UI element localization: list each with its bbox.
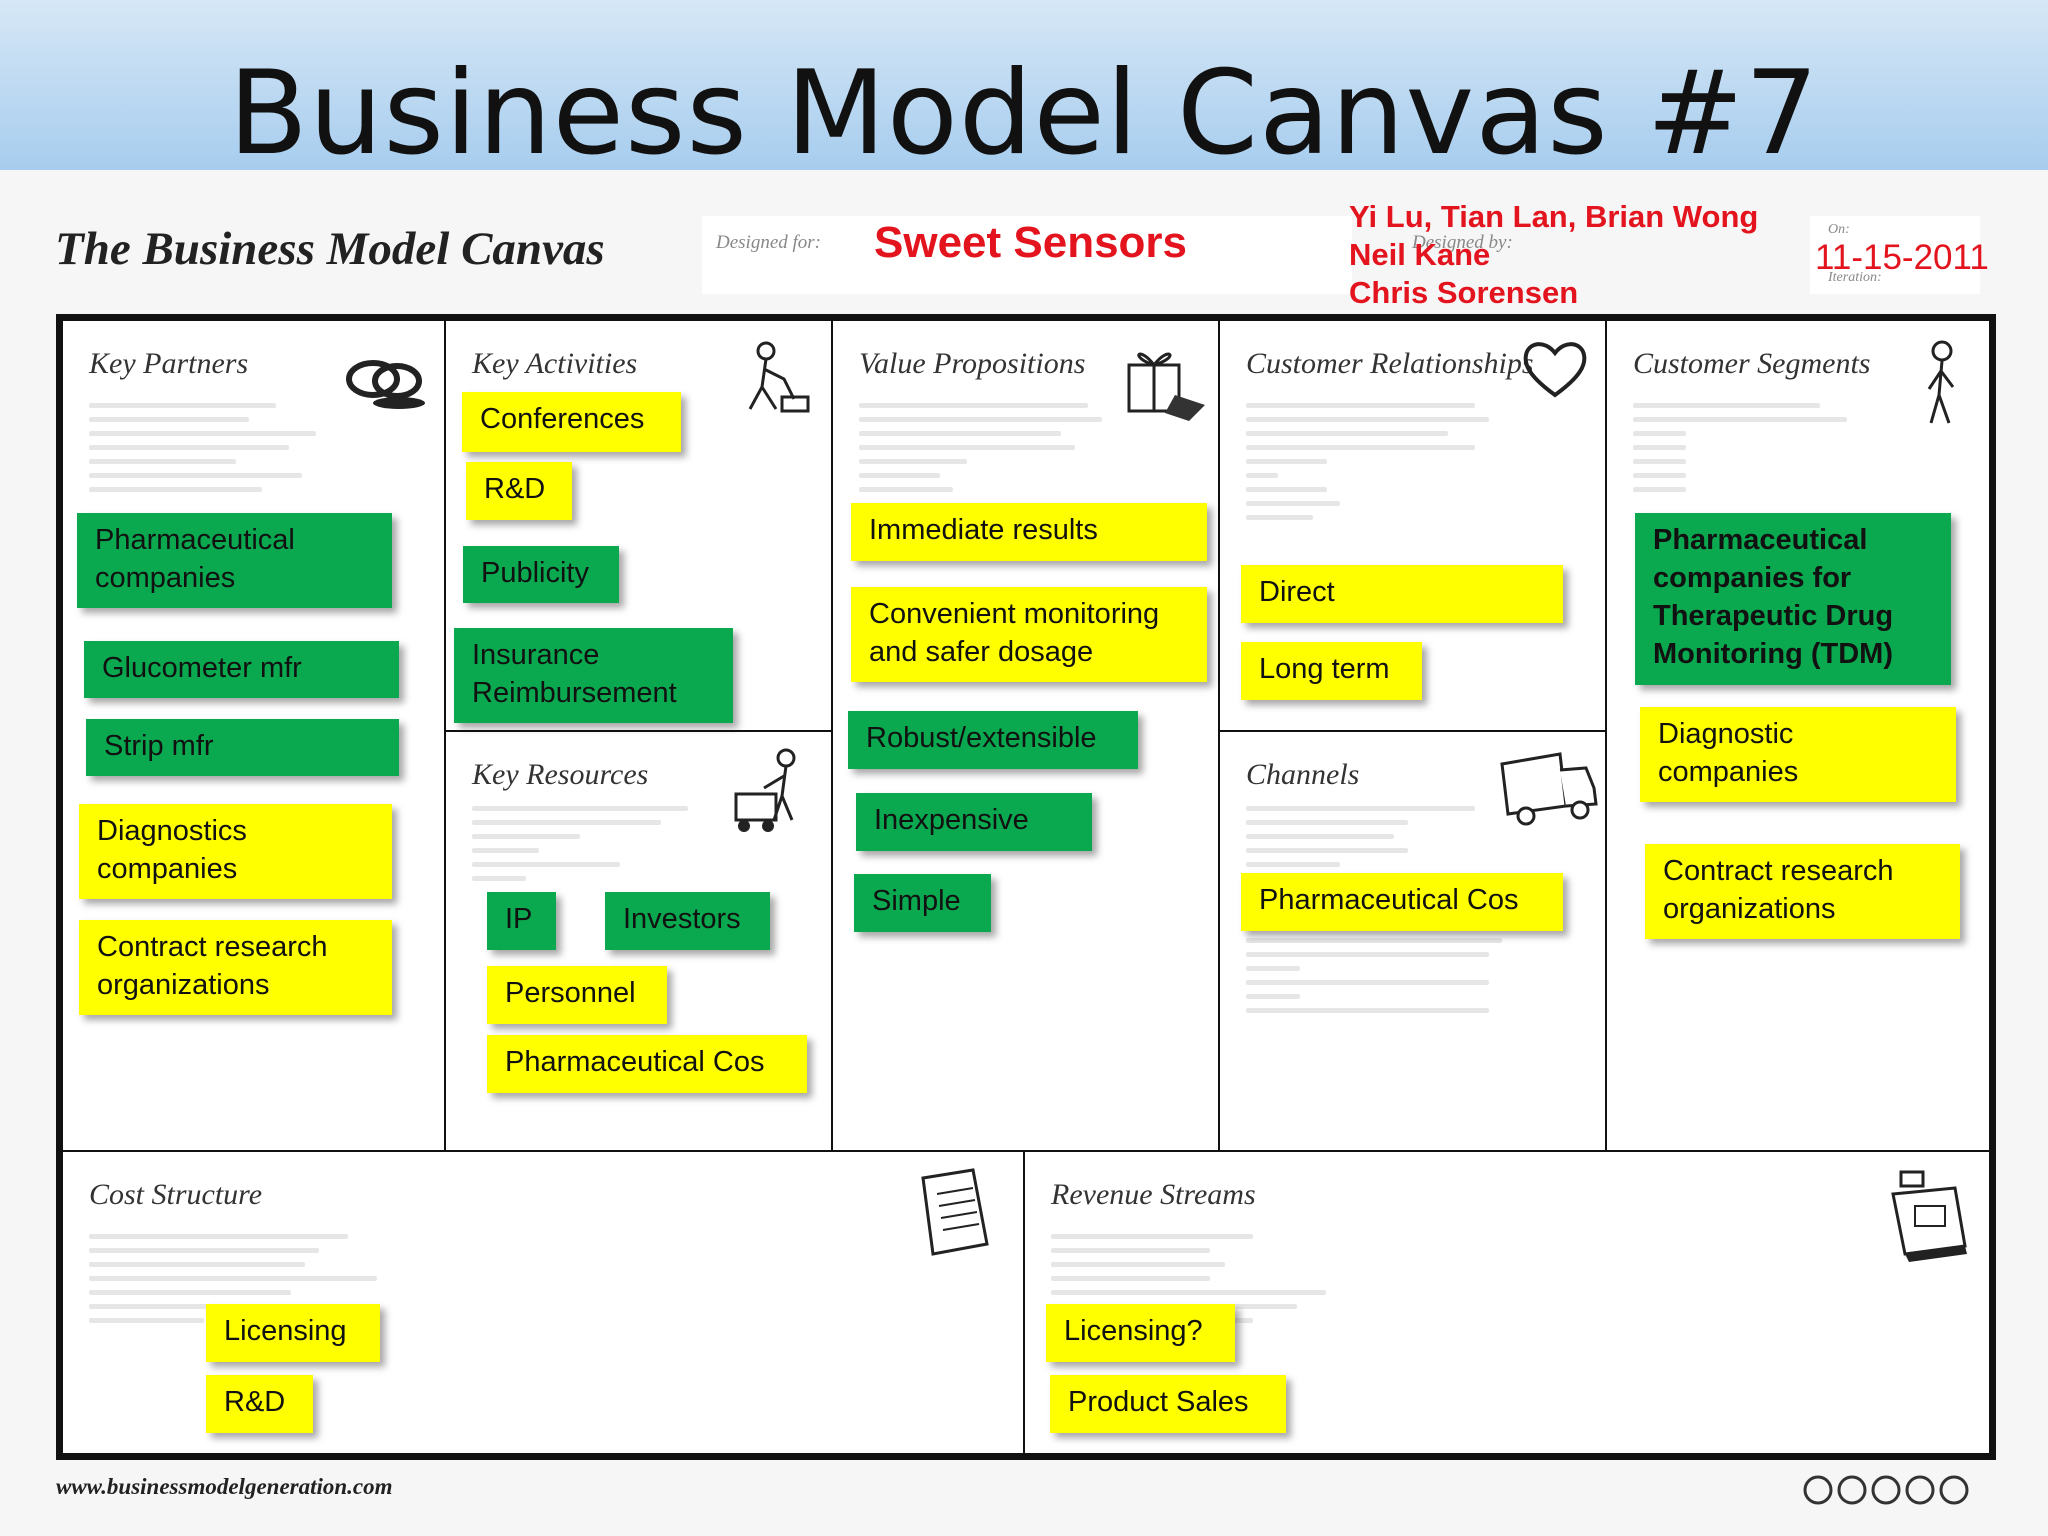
sticky-note: Product Sales [1050, 1375, 1286, 1433]
guidance-text [1246, 806, 1516, 876]
date-box [1810, 216, 1980, 294]
chain-links-icon [346, 360, 425, 409]
sticky-note: Publicity [463, 546, 619, 603]
guidance-text [1246, 403, 1516, 529]
section-title: Key Activities [472, 347, 638, 380]
forklift-worker-icon [734, 748, 796, 832]
iteration-label: Iteration: [1828, 270, 1882, 285]
guidance-text [89, 403, 356, 501]
on-label: On: [1828, 222, 1850, 237]
section-title: Key Partners [89, 347, 249, 380]
receipt-icon [921, 1168, 989, 1256]
footer-url: www.businessmodelgeneration.com [56, 1474, 393, 1499]
sticky-note: Licensing? [1046, 1304, 1235, 1362]
designed-by-names: Yi Lu, Tian Lan, Brian Wong Neil Kane Ch… [1349, 198, 1758, 312]
sticky-note: Inexpensive [856, 793, 1092, 851]
guidance-text [1633, 403, 1900, 501]
section-title: Channels [1246, 758, 1360, 791]
designed-by-label: Designed by: [1412, 232, 1513, 253]
project-name: Sweet Sensors [874, 218, 1188, 267]
section-title: Revenue Streams [1051, 1178, 1256, 1211]
creative-commons-icon [1803, 1475, 1969, 1505]
section-title: Customer Relationships [1246, 347, 1534, 380]
guidance-text [1246, 938, 1516, 1022]
heart-icon [1523, 342, 1587, 398]
author-line: Yi Lu, Tian Lan, Brian Wong [1349, 199, 1759, 234]
sticky-note: Robust/extensible [848, 711, 1138, 769]
sticky-note: Direct [1241, 565, 1563, 623]
sticky-note: Glucometer mfr [84, 641, 399, 698]
section-title: Cost Structure [89, 1178, 263, 1211]
cash-register-icon [1891, 1170, 1967, 1262]
worker-icon [748, 341, 810, 413]
sticky-note: Insurance Reimbursement [454, 628, 733, 723]
sticky-note: Conferences [462, 392, 681, 452]
sticky-note: Contract research organizations [79, 920, 392, 1015]
author-line: Chris Sorensen [1349, 275, 1579, 310]
author-line: Neil Kane [1349, 237, 1491, 272]
sticky-note: Convenient monitoring and safer dosage [851, 587, 1207, 682]
sticky-note: Diagnostics companies [79, 804, 392, 899]
sticky-note: Investors [605, 892, 770, 950]
sticky-note: Simple [854, 874, 991, 932]
truck-icon [1500, 752, 1598, 826]
designed-for-label: Designed for: [716, 232, 822, 253]
date-value: 11-15-2011 [1815, 238, 1989, 277]
sticky-note: IP [487, 892, 556, 950]
sticky-note: Pharmaceutical Cos [487, 1035, 807, 1093]
guidance-text [859, 403, 1129, 501]
slide-title: Business Model Canvas #7 [228, 46, 1820, 181]
sticky-note: Pharmaceutical companies [77, 513, 392, 608]
sticky-note: Licensing [206, 1304, 380, 1362]
sticky-note: Long term [1241, 642, 1422, 700]
sticky-note: Contract research organizations [1645, 844, 1960, 939]
section-channels: Channels [1218, 730, 1607, 1152]
section-title: Key Resources [472, 758, 649, 791]
section-title: Customer Segments [1633, 347, 1871, 380]
sticky-note: Strip mfr [86, 719, 399, 776]
guidance-text [89, 1234, 377, 1332]
canvas-heading: The Business Model Canvas [55, 223, 605, 275]
sticky-note: Pharmaceutical Cos [1241, 873, 1563, 931]
sticky-note: R&D [206, 1375, 313, 1433]
designed-for-box [702, 216, 1352, 294]
sticky-note: Immediate results [851, 503, 1207, 561]
sticky-note: Pharmaceutical companies for Therapeutic… [1635, 513, 1951, 685]
sticky-note: Diagnostic companies [1640, 707, 1956, 802]
person-icon [1927, 340, 1955, 424]
sticky-note: R&D [466, 462, 572, 520]
section-title: Value Propositions [859, 347, 1086, 380]
sticky-note: Personnel [487, 966, 667, 1024]
guidance-text [472, 806, 742, 890]
gift-icon [1127, 352, 1205, 421]
slide-header-band [0, 0, 2048, 170]
